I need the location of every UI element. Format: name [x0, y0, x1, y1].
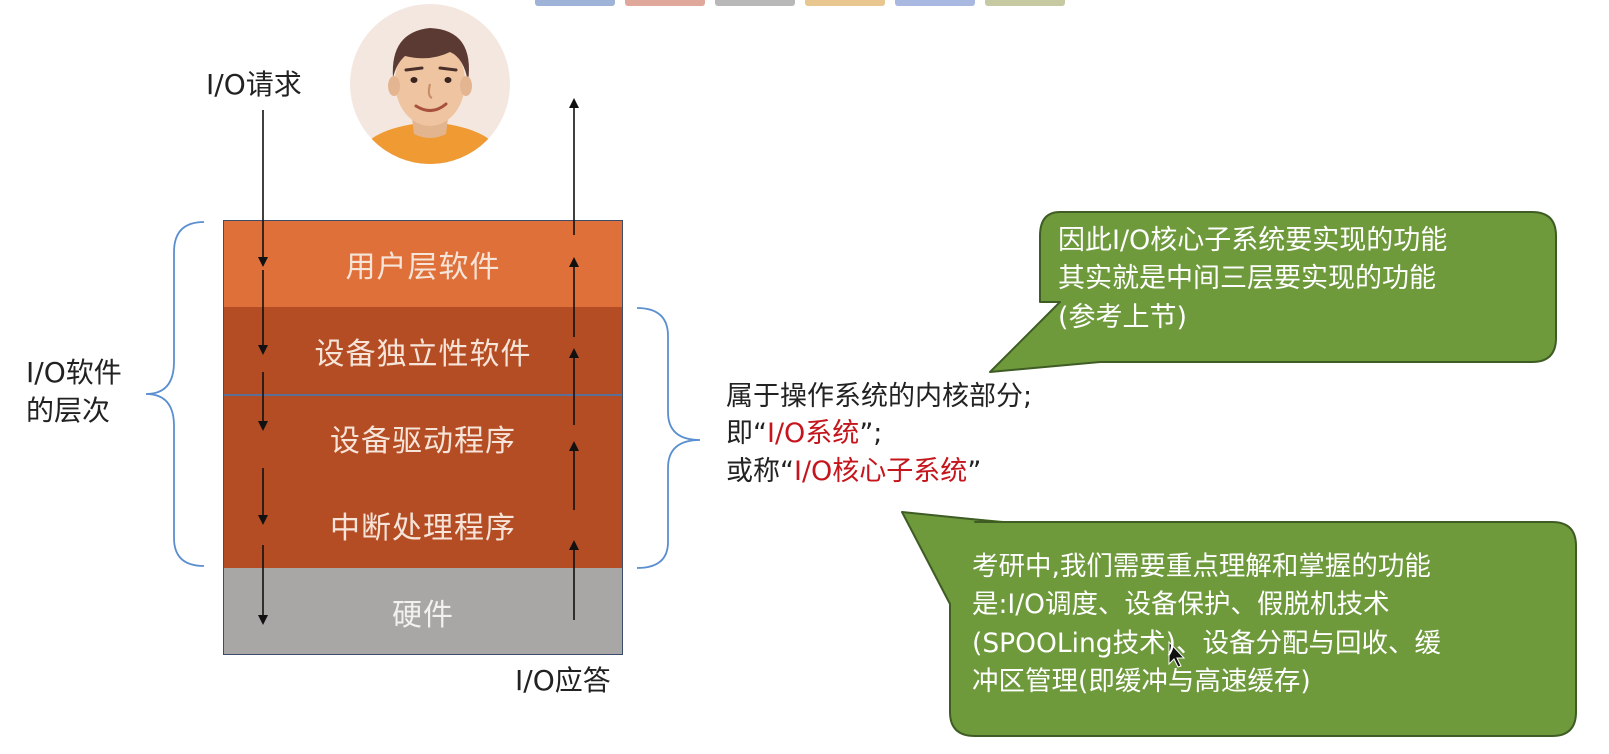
layer-user-software: 用户层软件 [223, 220, 623, 307]
layer-hardware: 硬件 [223, 568, 623, 655]
layer-device-driver: 设备驱动程序 [223, 394, 623, 481]
callout-top-line2: 其实就是中间三层要实现的功能 [1058, 263, 1436, 295]
top-tab-stub-2 [625, 0, 705, 6]
callout-bottom-text: 考研中,我们需要重点理解和掌握的功能 是:I/O调度、设备保护、假脱机技术 (S… [972, 548, 1441, 702]
layer-label: 设备驱动程序 [330, 423, 516, 459]
layer-label: 用户层软件 [345, 249, 501, 285]
left-brace [145, 221, 205, 567]
io-core-subsystem-highlight: I/O核心子系统 [794, 455, 968, 487]
callout-top-line3: (参考上节) [1058, 301, 1188, 333]
layer-label: 中断处理程序 [330, 510, 516, 546]
io-response-label: I/O应答 [515, 664, 611, 697]
top-tab-stub-6 [985, 0, 1065, 6]
kernel-note-text: ”; [859, 418, 883, 450]
kernel-note-line2: 即“I/O系统”; [726, 415, 1032, 452]
user-avatar-icon [350, 4, 510, 164]
callout-top-line1: 因此I/O核心子系统要实现的功能 [1058, 225, 1448, 256]
kernel-note-text: ” [967, 455, 982, 487]
callout-top-bubble [989, 211, 1557, 373]
io-software-label: I/O软件 的层次 [26, 354, 122, 430]
top-tab-stub-4 [805, 0, 885, 6]
top-tab-stub-5 [895, 0, 975, 6]
callout-bottom-bubble [901, 511, 1577, 737]
io-software-label-line2: 的层次 [26, 393, 111, 427]
io-request-label: I/O请求 [206, 68, 302, 101]
kernel-note-line3: 或称“I/O核心子系统” [726, 453, 1032, 490]
top-tab-stub-1 [535, 0, 615, 6]
right-brace [636, 307, 701, 569]
kernel-note: 属于操作系统的内核部分; 即“I/O系统”; 或称“I/O核心子系统” [726, 378, 1032, 490]
top-tab-stub-3 [715, 0, 795, 6]
layer-interrupt-handler: 中断处理程序 [223, 481, 623, 568]
kernel-note-text: 即“ [726, 418, 767, 450]
kernel-note-text: 或称“ [726, 455, 794, 487]
io-software-label-line1: I/O软件 [26, 356, 122, 389]
layer-divider [223, 394, 623, 396]
callout-bottom-line3: (SPOOLing技术)、设备分配与回收、缓 [972, 627, 1441, 659]
callout-bottom-line2: 是:I/O调度、设备保护、假脱机技术 [972, 589, 1390, 621]
layer-label: 设备独立性软件 [314, 336, 532, 372]
layer-device-independent-software: 设备独立性软件 [223, 307, 623, 394]
mouse-cursor-icon [1168, 640, 1186, 668]
layer-label: 硬件 [392, 597, 454, 633]
io-system-highlight: I/O系统 [767, 418, 860, 450]
callout-top-text: 因此I/O核心子系统要实现的功能 其实就是中间三层要实现的功能 (参考上节) [1058, 222, 1447, 337]
callout-bottom-line1: 考研中,我们需要重点理解和掌握的功能 [972, 551, 1431, 582]
kernel-note-line1: 属于操作系统的内核部分; [726, 381, 1033, 412]
callout-bottom-line4: 冲区管理(即缓冲与高速缓存) [972, 666, 1311, 698]
